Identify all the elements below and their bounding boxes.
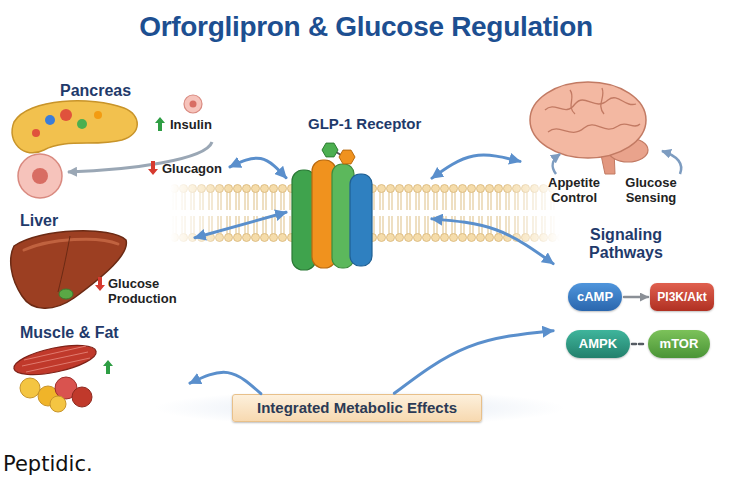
pathway-label: cAMP [568, 283, 622, 311]
diagram-caption: Peptidic. [3, 452, 93, 476]
pathway-pill: cAMP [568, 283, 622, 311]
fat-cell [50, 396, 66, 412]
brain-fold [601, 88, 604, 114]
pancreas-illustration [12, 95, 212, 198]
cerebrum [530, 82, 646, 158]
leader-arrow [662, 151, 681, 174]
muscle-bundle [11, 340, 98, 381]
effect-label: Glucagon [162, 161, 226, 176]
decrease-arrow [95, 277, 105, 291]
section-heading: Signaling Pathways [561, 226, 691, 262]
band-label: Integrated Metabolic Effects [233, 395, 481, 421]
effect-label: Insulin [170, 117, 226, 132]
organ-panel: Appetite ControlGlucose Sensing [522, 82, 712, 204]
cell-nucleus [190, 101, 197, 108]
brain-fold [570, 90, 575, 114]
fat-cell [72, 387, 92, 407]
ligand-hexagon [322, 143, 338, 157]
effects-band: Integrated Metabolic Effects [232, 394, 482, 422]
organ-panel: Muscle & Fat [8, 322, 188, 417]
connector-arrow [432, 219, 553, 264]
brain-fold [545, 98, 636, 110]
ligand-hexagon [339, 150, 355, 164]
pathway-pill: AMPK [566, 330, 630, 358]
gallbladder [59, 289, 73, 299]
receptor-label: GLP-1 Receptor [308, 115, 430, 132]
receptor-helix [350, 174, 372, 266]
connector-arrow [394, 331, 553, 394]
islet-cell [184, 95, 202, 113]
connector-arrow [230, 158, 286, 178]
connector-arrow [624, 296, 648, 299]
section-heading: Pancreas [60, 82, 160, 100]
islet-dot [60, 109, 72, 121]
pathway-label: PI3K/Akt [650, 283, 714, 311]
section-heading: Liver [20, 212, 80, 230]
effect-label: Glucose Production [108, 276, 188, 306]
pathway-group: Signaling Pathways cAMP PI3K/AktAMPK mTOR [555, 222, 727, 370]
effect-label: Glucose Sensing [610, 175, 692, 205]
organ-panel: PancreasInsulinGlucagon [8, 80, 228, 210]
cell-nucleus [32, 168, 48, 184]
receptor-node: GLP-1 Receptor [288, 112, 430, 272]
pancreas-organ [12, 101, 137, 153]
pathway-label: AMPK [566, 330, 630, 358]
increase-arrow [103, 360, 113, 374]
fat-cell [20, 378, 40, 398]
connector-arrow [190, 372, 261, 393]
diagram-title: Orforglipron & Glucose Regulation [0, 11, 732, 43]
leader-arrow [553, 154, 560, 174]
islet-dot [32, 129, 40, 137]
liver-highlight [24, 239, 118, 250]
connector-arrow [632, 343, 646, 346]
muscle-fat-illustration [11, 340, 113, 412]
brain-illustration [530, 82, 681, 174]
band-glow [155, 390, 565, 426]
muscle-fiber [22, 346, 90, 372]
liver-lobe-line [58, 236, 70, 292]
effect-label: Appetite Control [534, 175, 614, 205]
pathway-pill: mTOR [648, 330, 710, 358]
decrease-arrow [148, 161, 158, 175]
islet-dot [77, 119, 87, 129]
organ-panel: LiverGlucose Production [8, 210, 193, 318]
receptor-illustration [292, 143, 372, 270]
islet-cell [18, 154, 62, 198]
pathway-label: mTOR [648, 330, 710, 358]
connector-arrow [432, 155, 520, 178]
connector-arrow [195, 212, 286, 237]
section-heading: Muscle & Fat [20, 324, 150, 342]
islet-dot [45, 115, 55, 125]
brain-fold [548, 124, 640, 132]
pathway-pill: PI3K/Akt [650, 283, 714, 311]
islet-dot [94, 111, 102, 119]
increase-arrow [155, 117, 165, 131]
